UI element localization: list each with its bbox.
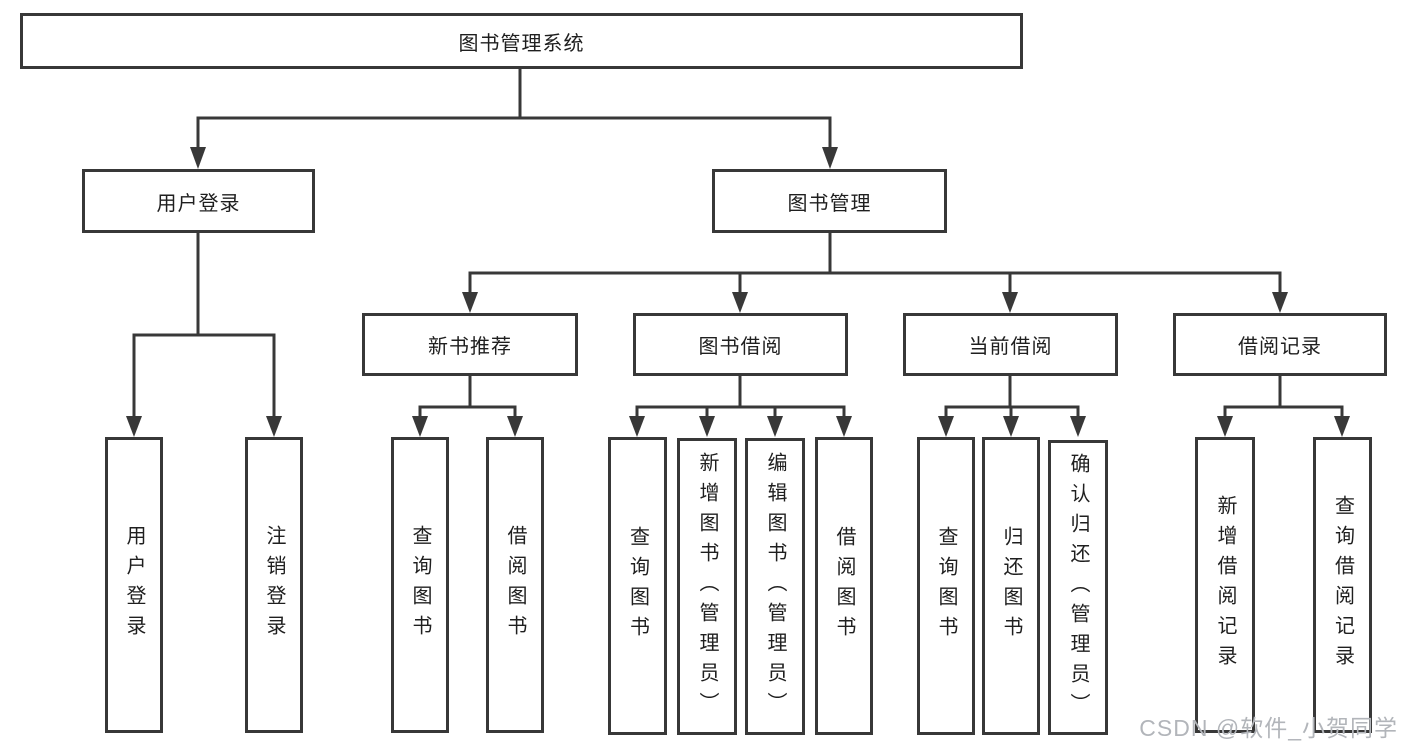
leaf-add-book-admin-label: 新增图书（管理员） — [696, 451, 718, 722]
leaf-user-login: 用户登录 — [105, 437, 163, 733]
leaf-query-books-recommend: 查询图书 — [391, 437, 449, 733]
node-current-borrow: 当前借阅 — [903, 313, 1118, 376]
leaf-return-books-label: 归还图书 — [1000, 526, 1022, 646]
node-root: 图书管理系统 — [20, 13, 1023, 69]
leaf-logout: 注销登录 — [245, 437, 303, 733]
leaf-query-books-borrow: 查询图书 — [608, 437, 667, 735]
leaf-borrow-books-recommend-label: 借阅图书 — [504, 525, 526, 645]
leaf-query-borrow-record: 查询借阅记录 — [1313, 437, 1372, 733]
leaf-confirm-return-admin: 确认归还（管理员） — [1048, 440, 1108, 735]
node-new-book-recommend: 新书推荐 — [362, 313, 578, 376]
connector-paths — [132, 64, 1344, 420]
leaf-confirm-return-admin-label: 确认归还（管理员） — [1067, 452, 1089, 723]
leaf-query-books-recommend-label: 查询图书 — [409, 525, 431, 645]
leaf-borrow-books-borrow-label: 借阅图书 — [833, 526, 855, 646]
arrowheads — [126, 147, 1350, 437]
leaf-user-login-label: 用户登录 — [123, 525, 145, 645]
leaf-query-books-current: 查询图书 — [917, 437, 975, 735]
leaf-logout-label: 注销登录 — [263, 525, 285, 645]
leaf-return-books: 归还图书 — [982, 437, 1040, 735]
csdn-watermark: CSDN @软件_小贺同学 — [1139, 715, 1398, 741]
node-borrow-records: 借阅记录 — [1173, 313, 1387, 376]
leaf-query-books-current-label: 查询图书 — [935, 526, 957, 646]
node-user-login: 用户登录 — [82, 169, 315, 233]
leaf-add-borrow-record-label: 新增借阅记录 — [1214, 495, 1236, 675]
leaf-add-book-admin: 新增图书（管理员） — [677, 438, 737, 735]
leaf-borrow-books-borrow: 借阅图书 — [815, 437, 873, 735]
leaf-add-borrow-record: 新增借阅记录 — [1195, 437, 1255, 733]
leaf-query-borrow-record-label: 查询借阅记录 — [1331, 495, 1354, 675]
leaf-edit-book-admin-label: 编辑图书（管理员） — [764, 451, 786, 722]
node-book-management: 图书管理 — [712, 169, 947, 233]
leaf-query-books-borrow-label: 查询图书 — [626, 526, 649, 646]
leaf-edit-book-admin: 编辑图书（管理员） — [745, 438, 805, 735]
node-book-borrow: 图书借阅 — [633, 313, 848, 376]
leaf-borrow-books-recommend: 借阅图书 — [486, 437, 544, 733]
